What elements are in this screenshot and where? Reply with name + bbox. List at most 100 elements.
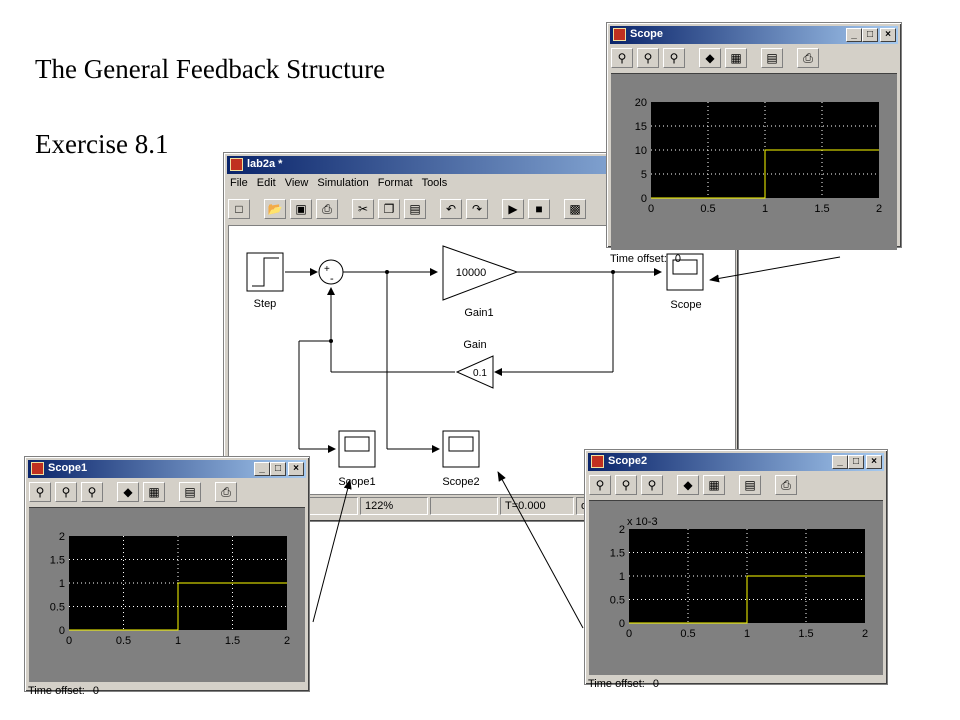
gain-value: 0.1 (473, 368, 487, 379)
close-button[interactable]: × (880, 28, 896, 42)
zoom-icon[interactable]: ⚲ (29, 482, 51, 502)
gain1-block[interactable]: 10000 Gain1 (442, 245, 519, 319)
x-tick-label: 0 (626, 628, 632, 640)
cut-icon[interactable]: ✂ (352, 199, 374, 219)
signal-trace (629, 575, 865, 624)
stop-simulation-icon[interactable]: ■ (528, 199, 550, 219)
zoom-y-icon[interactable]: ⚲ (641, 475, 663, 495)
scope-titlebar[interactable]: Scope _□× (610, 26, 898, 44)
x-tick-label: 0 (648, 203, 654, 215)
scope-block[interactable]: Scope (666, 253, 704, 311)
zoom-y-icon[interactable]: ⚲ (81, 482, 103, 502)
autoscale-icon[interactable]: ◆ (699, 48, 721, 68)
menu-tools[interactable]: Tools (421, 177, 448, 189)
zoom-icon[interactable]: ⚲ (611, 48, 633, 68)
step-label: Step (254, 298, 277, 310)
zoom-icon[interactable]: ⚲ (589, 475, 611, 495)
x-tick-label: 1.5 (798, 628, 813, 640)
gain-block[interactable]: 0.1 Gain (455, 339, 494, 389)
autoscale-icon[interactable]: ◆ (117, 482, 139, 502)
menu-format[interactable]: Format (377, 177, 413, 189)
y-tick-label: 15 (635, 121, 647, 133)
menu-edit[interactable]: Edit (256, 177, 276, 189)
scope2-block[interactable]: Scope2 (442, 430, 480, 488)
time-offset: Time offset: 0 (28, 685, 99, 697)
maximize-button[interactable]: □ (270, 462, 286, 476)
menu-view[interactable]: View (284, 177, 309, 189)
scope2-titlebar[interactable]: Scope2_□× (588, 453, 884, 471)
y-tick-label: 1.5 (50, 555, 65, 567)
copy-icon[interactable]: ❐ (378, 199, 400, 219)
x-tick-label: 1 (762, 203, 768, 215)
new-icon[interactable]: □ (228, 199, 250, 219)
signal-lines (285, 268, 662, 453)
scope1-title: Scope1 (48, 462, 88, 474)
undo-icon[interactable]: ↶ (440, 199, 462, 219)
step-block[interactable]: Step (246, 252, 284, 310)
redo-icon[interactable]: ↷ (466, 199, 488, 219)
x-tick-label: 0.5 (700, 203, 715, 215)
print-icon[interactable]: ⎙ (797, 48, 819, 68)
x-tick-label: 1 (744, 628, 750, 640)
parameters-icon[interactable]: ▤ (179, 482, 201, 502)
print-icon[interactable]: ⎙ (316, 199, 338, 219)
y-tick-label: 0 (619, 618, 625, 630)
parameters-icon[interactable]: ▤ (761, 48, 783, 68)
gain1-label: Gain1 (464, 307, 493, 319)
minimize-button[interactable]: _ (254, 462, 270, 476)
block-diagram: Step + - 10000 Gain1 0.1 Gain (246, 245, 704, 488)
maximize-button[interactable]: □ (848, 455, 864, 469)
matlab-icon (613, 28, 626, 41)
scope2-toolbar: ⚲⚲⚲◆▦▤⎙ (589, 475, 883, 495)
time-offset-label: Time offset: (28, 685, 85, 697)
y-tick-label: 0 (59, 625, 65, 637)
window-controls: _□× (832, 455, 882, 469)
time-offset-label: Time offset: (610, 253, 667, 265)
minimize-button[interactable]: _ (846, 28, 862, 42)
library-browser-icon[interactable]: ▩ (564, 199, 586, 219)
zoom-y-icon[interactable]: ⚲ (663, 48, 685, 68)
scope-title: Scope (630, 28, 664, 40)
scope1-label: Scope1 (338, 476, 375, 488)
x-tick-label: 2 (284, 635, 290, 647)
zoom-x-icon[interactable]: ⚲ (615, 475, 637, 495)
minimize-button[interactable]: _ (832, 455, 848, 469)
status-zoom: 122% (360, 497, 428, 515)
print-icon[interactable]: ⎙ (775, 475, 797, 495)
save-axes-icon[interactable]: ▦ (143, 482, 165, 502)
save-axes-icon[interactable]: ▦ (703, 475, 725, 495)
time-offset-value: 0 (652, 678, 659, 690)
y-tick-label: 20 (635, 97, 647, 109)
x-tick-label: 1 (175, 635, 181, 647)
y-tick-label: 1.5 (610, 548, 625, 560)
x-tick-label: 0 (66, 635, 72, 647)
x-tick-label: 0.5 (116, 635, 131, 647)
maximize-button[interactable]: □ (862, 28, 878, 42)
zoom-x-icon[interactable]: ⚲ (637, 48, 659, 68)
close-button[interactable]: × (288, 462, 304, 476)
scope1-block[interactable]: Scope1 (338, 430, 376, 488)
paste-icon[interactable]: ▤ (404, 199, 426, 219)
close-button[interactable]: × (866, 455, 882, 469)
save-icon[interactable]: ▣ (290, 199, 312, 219)
x-tick-label: 1.5 (225, 635, 240, 647)
menu-file[interactable]: File (230, 177, 248, 189)
print-icon[interactable]: ⎙ (215, 482, 237, 502)
sum-block[interactable]: + - (318, 259, 344, 285)
start-simulation-icon[interactable]: ▶ (502, 199, 524, 219)
time-offset-value: 0 (92, 685, 99, 697)
open-icon[interactable]: 📂 (264, 199, 286, 219)
autoscale-icon[interactable]: ◆ (677, 475, 699, 495)
scope1-titlebar[interactable]: Scope1 _□× (28, 460, 306, 478)
menu-simulation[interactable]: Simulation (317, 177, 369, 189)
gain-label: Gain (463, 339, 486, 351)
zoom-x-icon[interactable]: ⚲ (55, 482, 77, 502)
save-axes-icon[interactable]: ▦ (725, 48, 747, 68)
parameters-icon[interactable]: ▤ (739, 475, 761, 495)
window-controls: _□× (254, 462, 304, 476)
y-tick-label: 1 (59, 578, 65, 590)
